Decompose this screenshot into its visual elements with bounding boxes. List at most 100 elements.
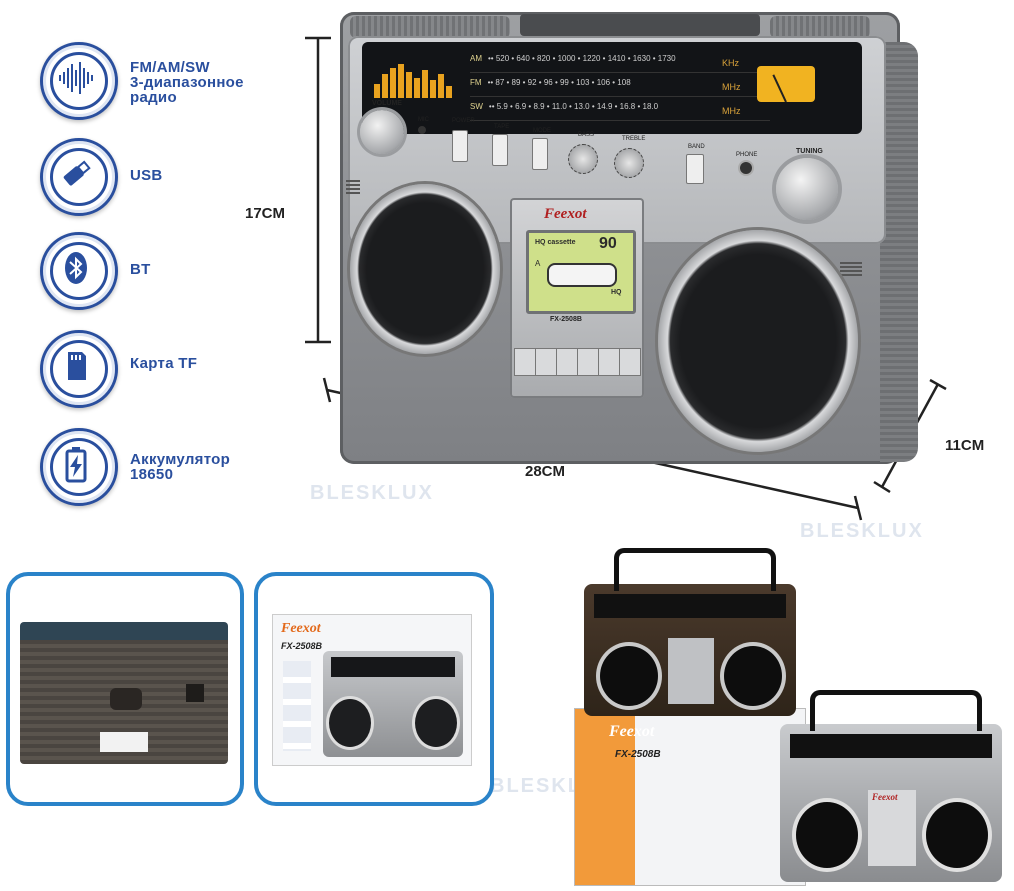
rewind-button[interactable]	[556, 348, 578, 376]
box-speaker-left	[329, 699, 371, 747]
watermark: BLESKLUX	[800, 520, 924, 542]
band-unit-sw: MHz	[722, 106, 741, 116]
feature-badge-usb	[40, 138, 118, 216]
cassette-side: A	[535, 259, 541, 268]
feature-badge-tf	[40, 330, 118, 408]
tuning-knob[interactable]	[776, 158, 838, 220]
feature-label-tf: Карта TF	[130, 355, 198, 372]
vu-needle	[772, 74, 787, 102]
transport-buttons	[514, 348, 641, 378]
speaker-right	[658, 230, 858, 452]
box-speaker-right	[415, 699, 457, 747]
fast-forward-button[interactable]	[577, 348, 599, 376]
model-label: FX-2508B	[550, 316, 582, 323]
band-unit-fm: MHz	[722, 82, 741, 92]
speaker-left	[350, 184, 500, 354]
package-box: Feexot FX-2508B	[574, 708, 806, 886]
box-brand-logo: Feexot	[281, 621, 321, 636]
feature-label-bt: BT	[130, 261, 151, 278]
silver-cassette: Feexot	[868, 790, 916, 866]
boombox-side	[880, 42, 918, 462]
tape-label: TAPE	[494, 124, 510, 130]
boombox-main: AM•• 520 • 640 • 820 • 1000 • 1220 • 141…	[340, 12, 918, 467]
band-scale-sw: SW•• 5.9 • 6.9 • 8.9 • 11.0 • 13.0 • 14.…	[470, 102, 770, 121]
feature-badge-radio	[40, 42, 118, 120]
top-slot	[520, 14, 760, 36]
width-dimension-label: 28CM	[525, 463, 566, 480]
cassette-window: HQ cassette 90 A HQ	[526, 230, 636, 314]
mode-switch[interactable]	[532, 138, 548, 170]
silver-brand-logo: Feexot	[872, 792, 898, 802]
bluetooth-icon	[65, 252, 87, 284]
feature-badge-bt	[40, 232, 118, 310]
cassette-deck: Feexot HQ cassette 90 A HQ FX-2508B	[510, 198, 644, 398]
box-boombox-image	[323, 651, 463, 757]
silver-speaker-right	[926, 802, 988, 868]
bass-knob[interactable]	[568, 144, 598, 174]
waveform-icon	[59, 62, 93, 94]
watermark: BLESKLUX	[310, 482, 434, 504]
treble-knob[interactable]	[614, 148, 644, 178]
mic-hole	[418, 126, 426, 134]
cassette-number: 90	[599, 235, 617, 252]
package-brand-logo: Feexot	[609, 723, 655, 740]
tuning-label: TUNING	[796, 148, 823, 155]
depth-dimension-label: 11CM	[945, 437, 985, 454]
back-view-body	[20, 640, 228, 764]
top-grille	[350, 16, 510, 38]
bass-label: BASS	[578, 132, 595, 138]
power-label: POWER	[452, 118, 475, 124]
vu-meter	[757, 66, 815, 102]
equalizer-display	[374, 64, 452, 98]
box-front: Feexot FX-2508B	[272, 614, 472, 766]
play-button[interactable]	[535, 348, 557, 376]
band-label: BAND	[688, 144, 705, 150]
treble-label: TREBLE	[622, 136, 646, 142]
band-switch[interactable]	[686, 154, 704, 184]
band-scale-am: AM•• 520 • 640 • 820 • 1000 • 1220 • 141…	[470, 54, 770, 73]
port-panel	[186, 684, 204, 702]
box-display	[331, 657, 455, 677]
tape-switch[interactable]	[492, 134, 508, 166]
silver-handle	[810, 690, 982, 731]
brown-display	[594, 594, 786, 618]
height-dimension-label: 17CM	[245, 205, 286, 222]
phone-jack	[740, 162, 752, 174]
brown-speaker-right	[724, 646, 782, 706]
sd-card-icon	[68, 352, 86, 380]
pause-button[interactable]	[619, 348, 641, 376]
band-unit-am: KHz	[722, 58, 740, 68]
silver-speaker-left	[796, 802, 858, 868]
vent-left	[346, 180, 360, 194]
silver-boombox: Feexot	[780, 690, 1002, 882]
product-group: Feexot FX-2508B Feexot	[570, 520, 1010, 888]
mic-label: MIC	[418, 117, 429, 123]
mode-label: MODE	[533, 128, 551, 134]
cassette-hq: HQ	[611, 289, 622, 296]
brown-cassette	[668, 638, 714, 704]
volume-knob[interactable]	[360, 110, 404, 154]
stop-button[interactable]	[598, 348, 620, 376]
back-view-panel	[6, 572, 244, 806]
volume-label: VOLUME	[372, 100, 402, 107]
brand-logo: Feexot	[544, 206, 587, 222]
cassette-reels	[547, 263, 617, 287]
brown-handle	[614, 548, 776, 591]
power-switch[interactable]	[452, 130, 468, 162]
phone-label: PHONE	[736, 152, 758, 158]
vent-right	[840, 262, 862, 276]
usb-icon	[63, 160, 91, 186]
feature-badge-battery	[40, 428, 118, 506]
spec-label	[100, 732, 148, 752]
box-model-label: FX-2508B	[281, 641, 323, 651]
feature-label-usb: USB	[130, 167, 163, 184]
record-button[interactable]	[514, 348, 536, 376]
band-scale-fm: FM•• 87 • 89 • 92 • 96 • 99 • 103 • 106 …	[470, 78, 770, 97]
cassette-text: HQ cassette	[535, 239, 576, 246]
brown-boombox	[584, 548, 796, 716]
box-view-panel: Feexot FX-2508B	[254, 572, 494, 806]
back-view-top	[20, 622, 228, 642]
brown-speaker-left	[600, 646, 658, 706]
battery-icon	[65, 447, 87, 483]
